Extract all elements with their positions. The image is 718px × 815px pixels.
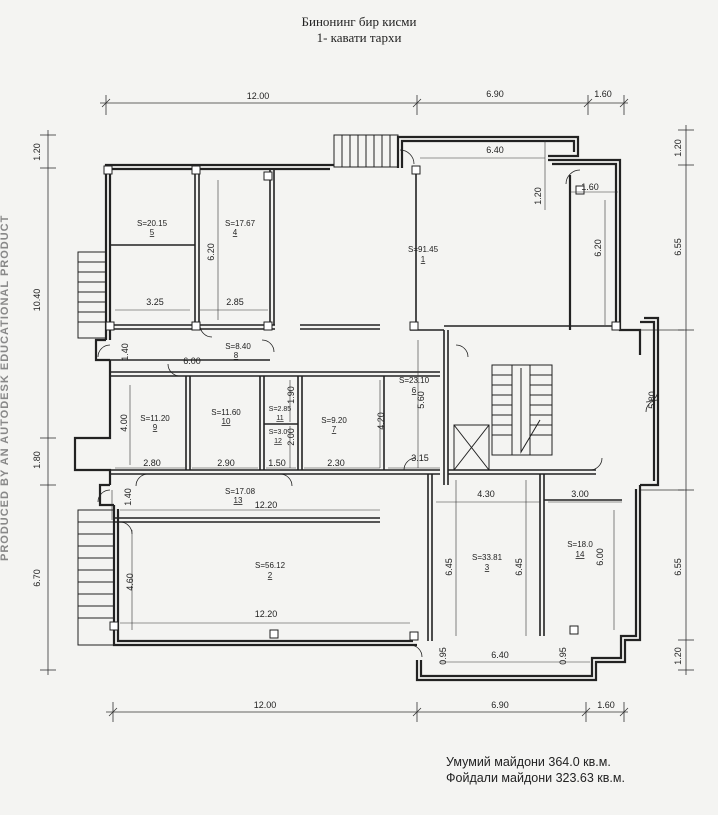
room-14-area: S=18.0 xyxy=(567,540,593,549)
room-11-number: 11 xyxy=(276,415,283,422)
dim-inner-4-60: 4.60 xyxy=(125,573,135,591)
plan-title: Бинонинг бир кисми xyxy=(301,14,417,29)
dim-inner-6-40: 6.40 xyxy=(486,145,504,155)
dim-bottom-1: 12.00 xyxy=(254,700,277,710)
room-7-area: S=9.20 xyxy=(321,416,347,425)
dim-inner-2-85: 2.85 xyxy=(226,297,244,307)
dim-left-2: 10.40 xyxy=(32,289,42,312)
dim-right-4: 6.55 xyxy=(673,558,683,576)
room-7-number: 7 xyxy=(332,425,337,434)
room-1-number: 1 xyxy=(421,255,426,264)
dim-inner-4-20: 4.20 xyxy=(376,412,386,430)
dim-inner-12-20-lower: 12.20 xyxy=(255,609,278,619)
dim-inner-0-95-left: 0.95 xyxy=(438,647,448,665)
dim-inner-1-50: 1.50 xyxy=(268,458,286,468)
dim-inner-6-45-right: 6.45 xyxy=(514,558,524,576)
dim-inner-2-80: 2.80 xyxy=(143,458,161,468)
dim-right-1: 1.20 xyxy=(673,139,683,157)
dim-inner-6-00-room14: 6.00 xyxy=(595,548,605,566)
structural-columns xyxy=(103,165,621,641)
dim-inner-2-30: 2.30 xyxy=(327,458,345,468)
dim-left-3: 1.80 xyxy=(32,451,42,469)
top-dimension-line xyxy=(100,95,629,115)
room-13-area: S=17.08 xyxy=(225,487,256,496)
dim-left-1: 1.20 xyxy=(32,143,42,161)
room-1-area: S=91.45 xyxy=(408,245,439,254)
entrance-stairs-left-lower xyxy=(77,509,115,646)
room-9-number: 9 xyxy=(153,423,158,432)
room-13-number: 13 xyxy=(234,496,243,505)
dim-inner-1-40-upper: 1.40 xyxy=(120,343,130,361)
room-3-number: 3 xyxy=(485,563,490,572)
room-11-area: S=2.85 xyxy=(269,406,291,413)
room-5-number: 5 xyxy=(150,228,155,237)
room-3-area: S=33.81 xyxy=(472,553,503,562)
dim-top-1: 12.00 xyxy=(247,91,270,101)
interior-staircase xyxy=(491,364,553,456)
dim-inner-6-20-left: 6.20 xyxy=(206,243,216,261)
dim-inner-3-15: 3.15 xyxy=(411,453,429,463)
dim-inner-6-40-bottom: 6.40 xyxy=(491,650,509,660)
room-12-area: S=3.0 xyxy=(269,429,288,436)
dim-inner-1-90: 1.90 xyxy=(286,386,296,404)
entrance-stairs-left-upper xyxy=(77,251,107,339)
dim-inner-2-90: 2.90 xyxy=(217,458,235,468)
dim-inner-12-20-upper: 12.20 xyxy=(255,500,278,510)
dim-inner-6-45-left: 6.45 xyxy=(444,558,454,576)
room-8-area: S=8.40 xyxy=(225,342,251,351)
dim-left-4: 6.70 xyxy=(32,569,42,587)
total-area-label: Умумий майдони 364.0 кв.м. xyxy=(446,755,611,769)
room-6-number: 6 xyxy=(412,386,417,395)
dim-inner-1-20: 1.20 xyxy=(533,187,543,205)
elevator-shaft xyxy=(453,424,490,471)
dim-inner-3-25: 3.25 xyxy=(146,297,164,307)
dim-top-2: 6.90 xyxy=(486,89,504,99)
dim-inner-6-00: 6.00 xyxy=(183,356,201,366)
room-5-area: S=20.15 xyxy=(137,219,168,228)
plan-subtitle: 1- кавати тархи xyxy=(316,30,402,45)
dim-inner-2-00: 2.00 xyxy=(286,428,296,446)
room-4-number: 4 xyxy=(233,228,238,237)
dim-inner-3-00: 3.00 xyxy=(571,489,589,499)
room-labels: S=20.15 5 S=17.67 4 S=91.45 1 S=8.40 8 S… xyxy=(137,219,593,580)
bottom-dimension-line xyxy=(106,702,629,722)
room-14-number: 14 xyxy=(576,550,585,559)
room-10-number: 10 xyxy=(222,417,231,426)
room-9-area: S=11.20 xyxy=(140,414,170,423)
entrance-stairs-top xyxy=(333,134,399,168)
left-dimension-line xyxy=(40,130,56,675)
dim-inner-6-20-right: 6.20 xyxy=(593,239,603,257)
dim-right-2: 6.55 xyxy=(673,238,683,256)
room-10-area: S=11.60 xyxy=(211,408,241,417)
dim-right-5: 1.20 xyxy=(673,647,683,665)
inner-dimension-lines xyxy=(111,140,622,663)
useful-area-label: Фойдали майдони 323.63 кв.м. xyxy=(446,771,625,785)
dim-bottom-3: 1.60 xyxy=(597,700,615,710)
dim-inner-0-95-right: 0.95 xyxy=(558,647,568,665)
dim-inner-1-60: 1.60 xyxy=(581,182,599,192)
dim-bottom-2: 6.90 xyxy=(491,700,509,710)
right-dimension-line xyxy=(640,125,694,675)
room-12-number: 12 xyxy=(274,438,282,445)
dim-inner-4-00: 4.00 xyxy=(119,414,129,432)
room-4-area: S=17.67 xyxy=(225,219,256,228)
room-2-number: 2 xyxy=(268,571,273,580)
door-swings xyxy=(97,149,659,658)
dim-inner-4-30: 4.30 xyxy=(477,489,495,499)
dim-inner-1-40-lower: 1.40 xyxy=(123,488,133,506)
room-6-area: S=23.10 xyxy=(399,376,430,385)
dim-inner-5-60: 5.60 xyxy=(416,391,426,409)
room-2-area: S=56.12 xyxy=(255,561,286,570)
dim-top-3: 1.60 xyxy=(594,89,612,99)
room-8-number: 8 xyxy=(234,351,239,360)
watermark: PRODUCED BY AN AUTODESK EDUCATIONAL PROD… xyxy=(0,214,11,561)
